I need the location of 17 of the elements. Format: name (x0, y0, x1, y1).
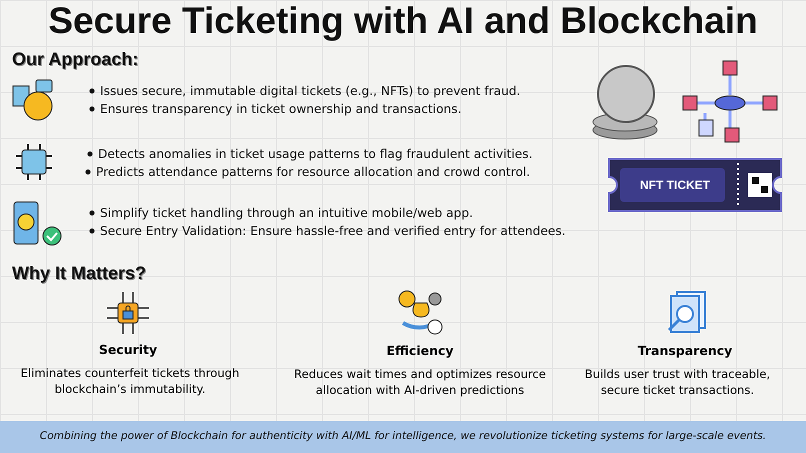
section-heading: Our Approach: (12, 49, 138, 70)
bullet-text: Secure Entry Validation: Ensure hassle-free and verified entry for attendees. (88, 224, 566, 238)
card-title: Transparency (636, 343, 734, 358)
title: Secure Ticketing with AI and Blockchain (47, 0, 759, 42)
card-title: Security (98, 342, 158, 357)
ticket-text: NFT TICKET (640, 178, 710, 192)
bullet-text: Issues secure, immutable digital tickets (e.g., NFTs) to prevent fraud. (88, 84, 520, 98)
section-heading: Why It Matters? (12, 263, 146, 284)
card-title: Efficiency (385, 343, 455, 358)
bullet-text: Simplify ticket handling through an intuitive mobile/web app. (88, 206, 473, 220)
bullet-text: Detects anomalies in ticket usage patterns to flag fraudulent activities. (86, 147, 533, 161)
card-description: Reduces wait times and optimizes resource allocation with AI-driven predictions (293, 367, 547, 398)
card-description: Builds user trust with traceable, secure ticket transactions. (584, 367, 772, 398)
card-description: Eliminates counterfeit tickets through blockchain’s immutability. (20, 366, 240, 398)
bullet-text: Ensures transparency in ticket ownership and transactions. (88, 102, 462, 116)
bullet-text: Predicts attendance patterns for resource allocation and crowd control. (84, 165, 530, 179)
caption: Combining the power of Blockchain for authenticity with AI/ML for intelligence, we revolutionize ticketing systems for large-scale events. (38, 430, 768, 442)
